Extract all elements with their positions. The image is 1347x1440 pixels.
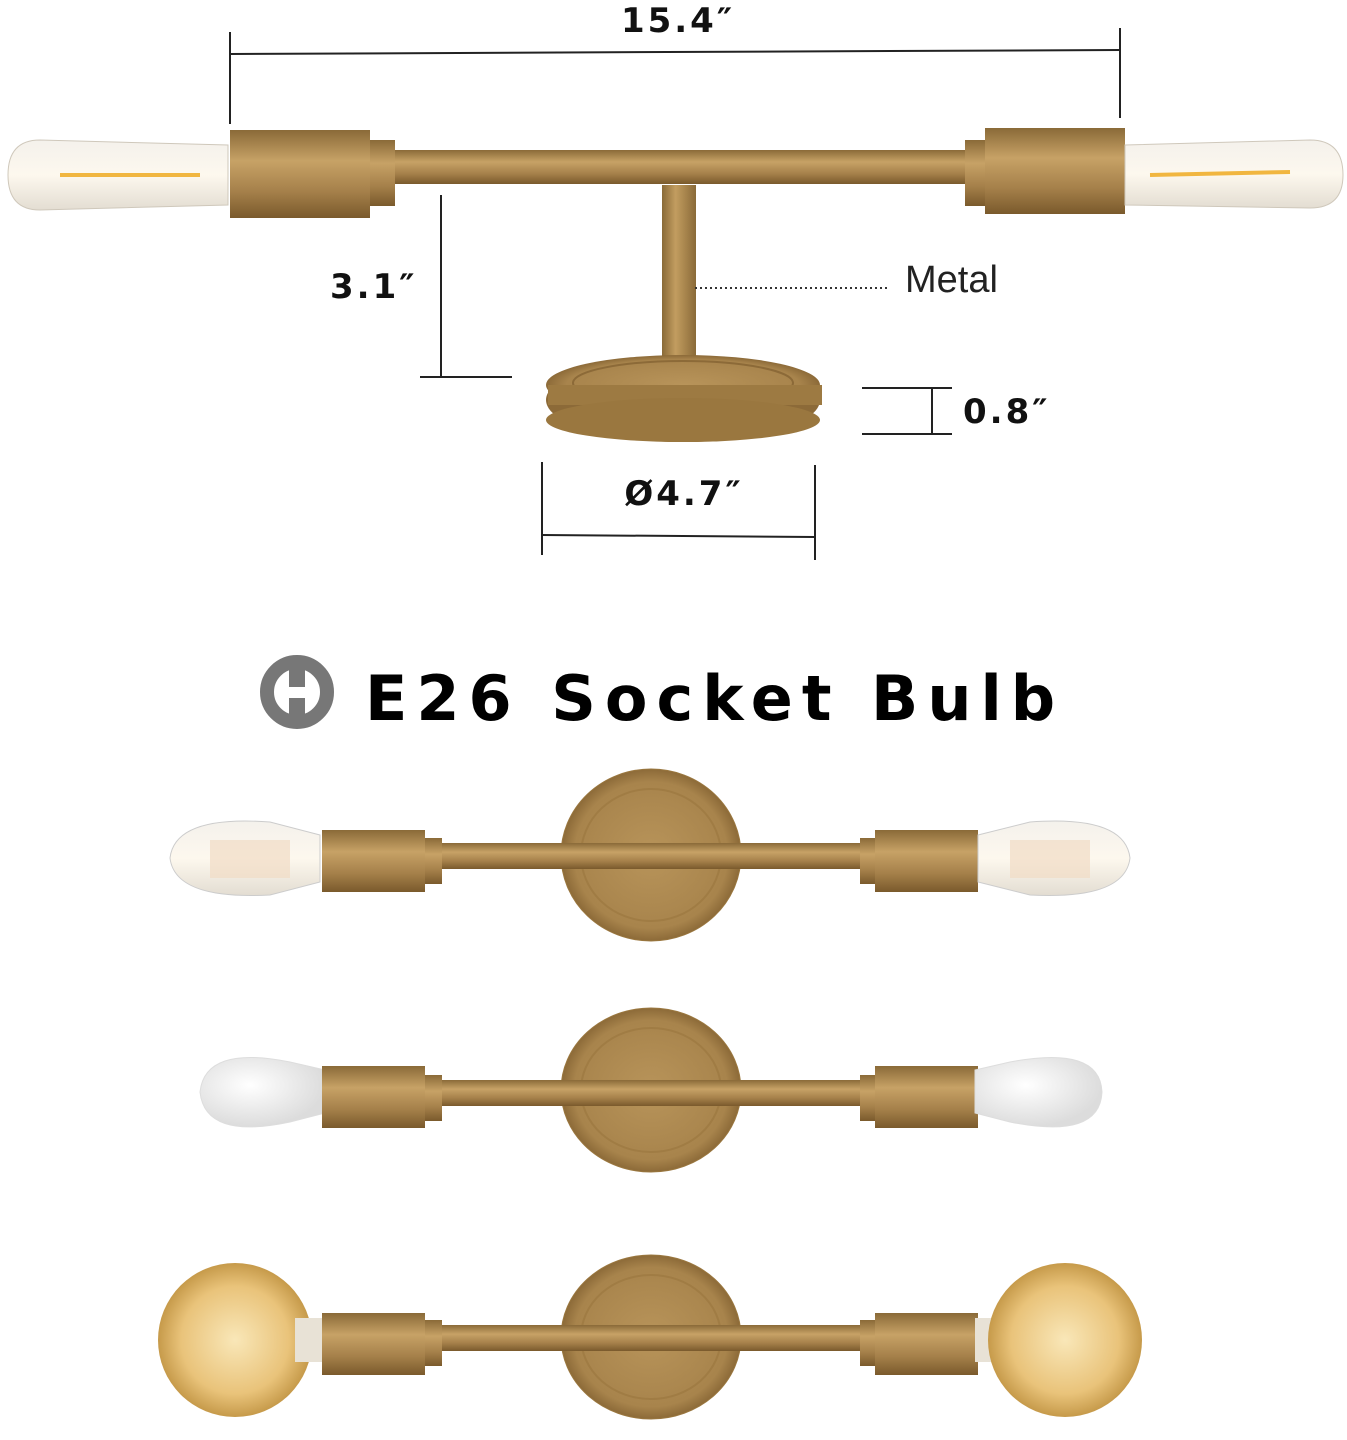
width-label: 15.4″ <box>621 1 735 41</box>
base-diameter-dimension: Ø4.7″ <box>541 462 816 560</box>
base-depth-dimension: 0.8″ <box>862 387 1050 435</box>
socket-icon <box>260 655 334 729</box>
socket-left <box>230 130 370 218</box>
arm-bar <box>395 150 967 184</box>
width-dimension: 15.4″ <box>229 1 1121 124</box>
led-bulb-right <box>974 1057 1103 1128</box>
socket-right <box>985 128 1125 214</box>
led-bulb-left <box>199 1056 326 1128</box>
material-callout: Metal <box>695 259 998 301</box>
height-dimension: 3.1″ <box>330 195 512 378</box>
section-title: E26 Socket Bulb <box>365 662 1064 735</box>
globe-bulb-right <box>988 1263 1142 1417</box>
lamp-variant-globe <box>158 1254 1142 1420</box>
lamp-side-view <box>7 128 1344 442</box>
base-diameter-label: Ø4.7″ <box>624 474 743 514</box>
lamp-variant-edison <box>169 768 1131 942</box>
stem <box>662 185 696 380</box>
base-depth-label: 0.8″ <box>963 392 1050 432</box>
socket-title: E26 Socket Bulb <box>260 655 1064 735</box>
globe-bulb-left <box>158 1263 312 1417</box>
lamp-variant-led <box>199 1007 1103 1173</box>
height-label: 3.1″ <box>330 267 417 307</box>
material-label: Metal <box>905 259 998 301</box>
